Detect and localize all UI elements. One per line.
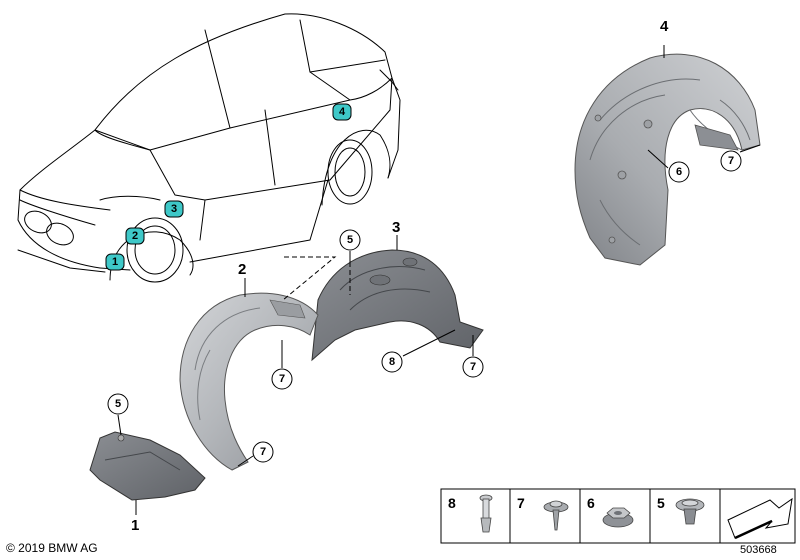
connector-dashed <box>282 256 337 301</box>
callout-label: 7 <box>470 361 476 373</box>
callout-8[interactable]: 8 <box>381 329 456 373</box>
car-marker-2[interactable]: 2 <box>125 227 145 245</box>
callout-7-front-upper[interactable]: 7 <box>271 340 293 390</box>
direction-arrow-icon <box>727 497 793 540</box>
callout-label: 7 <box>279 373 285 385</box>
part-label-2: 2 <box>238 261 246 278</box>
expanding-rivet-icon <box>479 494 493 533</box>
hex-nut-icon <box>602 507 634 528</box>
part-label-3: 3 <box>392 219 400 236</box>
legend-num: 5 <box>657 495 665 511</box>
legend-num: 6 <box>587 495 595 511</box>
part-label-1: 1 <box>131 517 139 534</box>
diagram-number: 503668 <box>740 544 777 556</box>
fastener-legend: 8 7 6 5 <box>440 488 796 544</box>
legend-item-8[interactable]: 8 <box>448 494 493 533</box>
car-marker-label: 2 <box>132 230 138 242</box>
copyright-text: © 2019 BMW AG <box>6 541 98 555</box>
callout-label: 7 <box>728 155 734 167</box>
callout-7-mid[interactable]: 7 <box>462 335 484 378</box>
screw-washer-icon <box>543 500 569 531</box>
callout-5-bottom[interactable]: 5 <box>107 393 129 436</box>
car-marker-label: 3 <box>171 203 177 215</box>
car-marker-label: 1 <box>112 256 118 268</box>
car-marker-4[interactable]: 4 <box>332 103 352 121</box>
callout-7-rear[interactable]: 7 <box>720 144 761 172</box>
callout-label: 5 <box>115 398 121 410</box>
clip-nut-icon <box>675 498 705 525</box>
part-4-rear-wheel-arch-liner[interactable] <box>574 45 761 266</box>
car-marker-3[interactable]: 3 <box>164 200 184 218</box>
legend-item-7[interactable]: 7 <box>517 495 569 531</box>
car-outline <box>17 13 401 283</box>
callout-label: 7 <box>260 446 266 458</box>
car-marker-1[interactable]: 1 <box>105 253 125 271</box>
legend-num: 8 <box>448 495 456 511</box>
car-marker-label: 4 <box>339 106 346 118</box>
part-2-front-wheel-arch-liner[interactable] <box>179 278 319 471</box>
callout-7-front-lower[interactable]: 7 <box>237 441 274 467</box>
part-3-front-wheel-arch-liner-rear[interactable] <box>311 235 484 362</box>
callout-label: 8 <box>389 356 395 368</box>
callout-label: 6 <box>676 166 682 178</box>
part-1-underbody-panel[interactable] <box>89 431 206 515</box>
callout-5-top[interactable]: 5 <box>339 229 361 262</box>
callout-label: 5 <box>347 234 353 246</box>
callout-6[interactable]: 6 <box>647 149 690 183</box>
legend-num: 7 <box>517 495 525 511</box>
part-label-4: 4 <box>660 18 669 35</box>
legend-item-6[interactable]: 6 <box>587 495 634 528</box>
legend-item-5[interactable]: 5 <box>657 495 705 525</box>
